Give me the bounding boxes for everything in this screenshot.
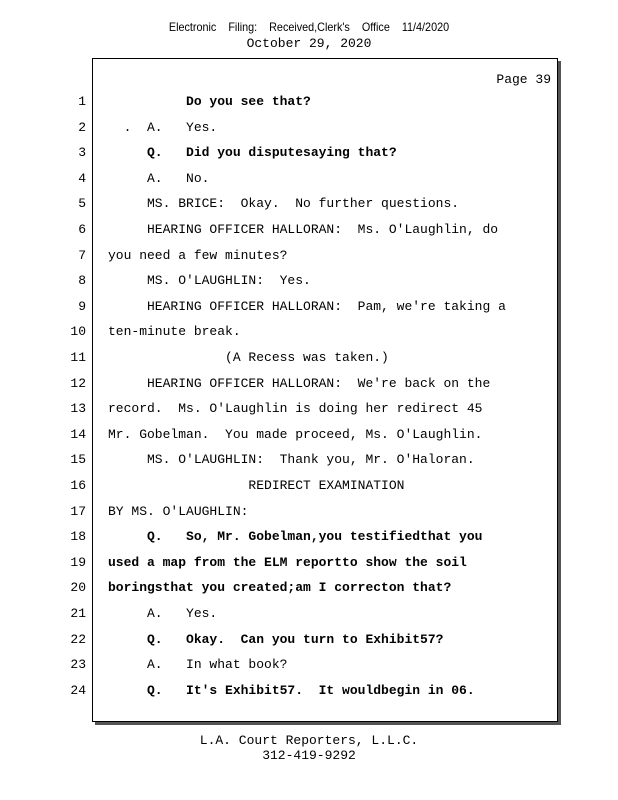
transcript-line: 24 Q. It's Exhibit57. It wouldbegin in 0… [0,683,618,703]
line-text: you need a few minutes? [108,247,288,263]
line-text: A. No. [108,170,210,186]
line-number: 17 [70,503,86,519]
transcript-line: 7 you need a few minutes? [0,248,618,268]
line-number: 7 [78,247,86,263]
transcript-line: 5 MS. BRICE: Okay. No further questions. [0,196,618,216]
line-text: BY MS. O'LAUGHLIN: [108,503,249,519]
line-text: ten-minute break. [108,324,241,340]
line-text: Q. Did you disputesaying that? [108,145,397,161]
line-number: 23 [70,657,86,673]
reporter-name: L.A. Court Reporters, L.L.C. [199,733,419,748]
line-text: Q. It's Exhibit57. It wouldbegin in 06. [108,682,475,698]
line-text: Q. So, Mr. Gobelman,you testifiedthat yo… [108,529,483,545]
line-number: 21 [70,606,86,621]
line-number: 3 [78,145,86,161]
line-text: HEARING OFFICER HALLORAN: Pam, we're tak… [108,298,506,314]
reporter-phone: 312-419-9292 [262,748,356,763]
transcript-line: 20 boringsthat you created;am I correcton… [0,580,618,600]
line-number: 22 [70,631,86,647]
transcript-line: 19 used a map from the ELM reportto show … [0,555,618,575]
transcript-line: 15 MS. O'LAUGHLIN: Thank you, Mr. O'Halo… [0,452,618,472]
line-text: REDIRECT EXAMINATION [108,478,405,493]
line-text: A. In what book? [108,657,288,673]
line-text: HEARING OFFICER HALLORAN: Ms. O'Laughlin… [108,222,499,237]
line-number: 8 [78,273,86,289]
line-number: 11 [70,350,86,365]
line-text: A. Yes. [108,606,218,621]
transcript-line: 2 . A. Yes. [0,120,618,140]
line-number: 9 [78,298,86,314]
transcript-line: 16 REDIRECT EXAMINATION [0,478,618,498]
page-number: Page 39 [496,72,551,87]
filing-stamp: Electronic Filing: Received,Clerk's Offi… [168,20,450,34]
line-text: HEARING OFFICER HALLORAN: We're back on … [108,375,491,391]
line-number: 15 [70,452,86,468]
transcript-line: 11 (A Recess was taken.) [0,350,618,370]
line-text: MS. BRICE: Okay. No further questions. [108,196,460,212]
line-number: 10 [70,324,86,340]
line-text: used a map from the ELM reportto show th… [108,554,467,570]
line-number: 4 [78,170,86,186]
transcript-line: 13 record. Ms. O'Laughlin is doing her re… [0,401,618,421]
line-number: 14 [70,426,86,442]
line-text: . A. Yes. [108,119,218,135]
transcript-line: 4 A. No. [0,171,618,191]
transcript-line: 17 BY MS. O'LAUGHLIN: [0,504,618,524]
line-text: MS. O'LAUGHLIN: Yes. [108,273,311,289]
transcript-line: 9 HEARING OFFICER HALLORAN: Pam, we're t… [0,299,618,319]
line-number: 5 [78,196,86,212]
transcript-line: 18 Q. So, Mr. Gobelman,you testifiedthat… [0,529,618,549]
transcript-line: 22 Q. Okay. Can you turn to Exhibit57? [0,632,618,652]
line-text: record. Ms. O'Laughlin is doing her redi… [108,401,483,417]
line-text: Q. Okay. Can you turn to Exhibit57? [108,631,444,647]
line-text: (A Recess was taken.) [108,350,389,365]
transcript-line: 14 Mr. Gobelman. You made proceed, Ms. O'… [0,427,618,447]
line-number: 19 [70,554,86,570]
transcript-line: 6 HEARING OFFICER HALLORAN: Ms. O'Laughl… [0,222,618,242]
line-number: 16 [70,478,86,493]
line-number: 6 [78,222,86,237]
transcript-date: October 29, 2020 [246,36,372,51]
transcript-line: 8 MS. O'LAUGHLIN: Yes. [0,273,618,293]
line-number: 2 [78,119,86,135]
transcript-line: 23 A. In what book? [0,657,618,677]
transcript-line: 21 A. Yes. [0,606,618,626]
line-text: Mr. Gobelman. You made proceed, Ms. O'La… [108,426,483,442]
transcript-line: 10 ten-minute break. [0,324,618,344]
transcript-line: 1 Do you see that? [0,94,618,114]
line-number: 20 [70,580,86,596]
line-text: Do you see that? [108,94,311,109]
line-number: 12 [70,375,86,391]
line-text: MS. O'LAUGHLIN: Thank you, Mr. O'Haloran… [108,452,475,468]
line-text: boringsthat you created;am I correcton t… [108,580,452,596]
line-number: 24 [70,682,86,698]
transcript-page: Page 39 [92,58,558,722]
line-number: 1 [78,94,86,109]
line-number: 13 [70,401,86,417]
line-number: 18 [70,529,86,545]
transcript-line: 12 HEARING OFFICER HALLORAN: We're back … [0,376,618,396]
transcript-line: 3 Q. Did you disputesaying that? [0,145,618,165]
